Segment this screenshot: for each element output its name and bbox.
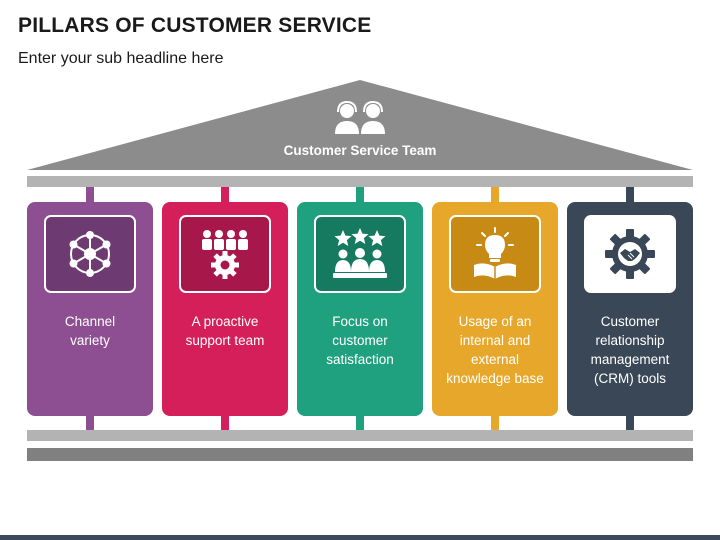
pillar-knowledge-base: Usage of an internal and external knowle… — [432, 202, 558, 416]
pillar-label: Customer relationship management (CRM) t… — [590, 314, 670, 386]
lightbulb-book-icon — [474, 227, 516, 279]
pillar-post — [491, 187, 499, 202]
pillar-post — [626, 416, 634, 430]
footer-bar — [0, 535, 720, 540]
rated-customers-icon — [333, 228, 387, 278]
page-subtitle: Enter your sub headline here — [18, 50, 224, 67]
handshake-gear-icon — [605, 229, 655, 279]
team-gear-icon — [202, 230, 248, 279]
middle-beam — [27, 430, 693, 441]
roof-label: Customer Service Team — [283, 143, 437, 158]
base-beam — [27, 448, 693, 461]
headset-agents-icon — [335, 100, 385, 134]
pillar-icon-frame — [179, 215, 271, 293]
pillar-icon-frame — [449, 215, 541, 293]
pillar-crm-tools: Customer relationship management (CRM) t… — [567, 202, 693, 416]
pillar-icon-frame — [314, 215, 406, 293]
roof — [27, 80, 693, 170]
pillar-label: A proactive support team — [185, 314, 265, 348]
pillar-post — [356, 416, 364, 430]
pillar-post — [86, 187, 94, 202]
pillar-proactive-support-team: A proactive support team — [162, 202, 288, 416]
pillar-channel-variety: Channel variety — [27, 202, 153, 416]
pillar-post — [491, 416, 499, 430]
pillar-post — [86, 416, 94, 430]
pillar-icon-frame — [44, 215, 136, 293]
pillar-post — [626, 187, 634, 202]
pillar-post — [221, 416, 229, 430]
top-beam — [27, 176, 693, 187]
page-title: PILLARS OF CUSTOMER SERVICE — [18, 14, 372, 37]
pillar-label: Focus on customer satisfaction — [326, 314, 394, 367]
pillar-post — [356, 187, 364, 202]
network-hub-icon — [69, 231, 111, 277]
pillar-icon-frame — [584, 215, 676, 293]
pillar-label: Usage of an internal and external knowle… — [446, 314, 544, 386]
pillar-post — [221, 187, 229, 202]
pillar-customer-satisfaction: Focus on customer satisfaction — [297, 202, 423, 416]
pillar-label: Channel variety — [64, 314, 116, 348]
